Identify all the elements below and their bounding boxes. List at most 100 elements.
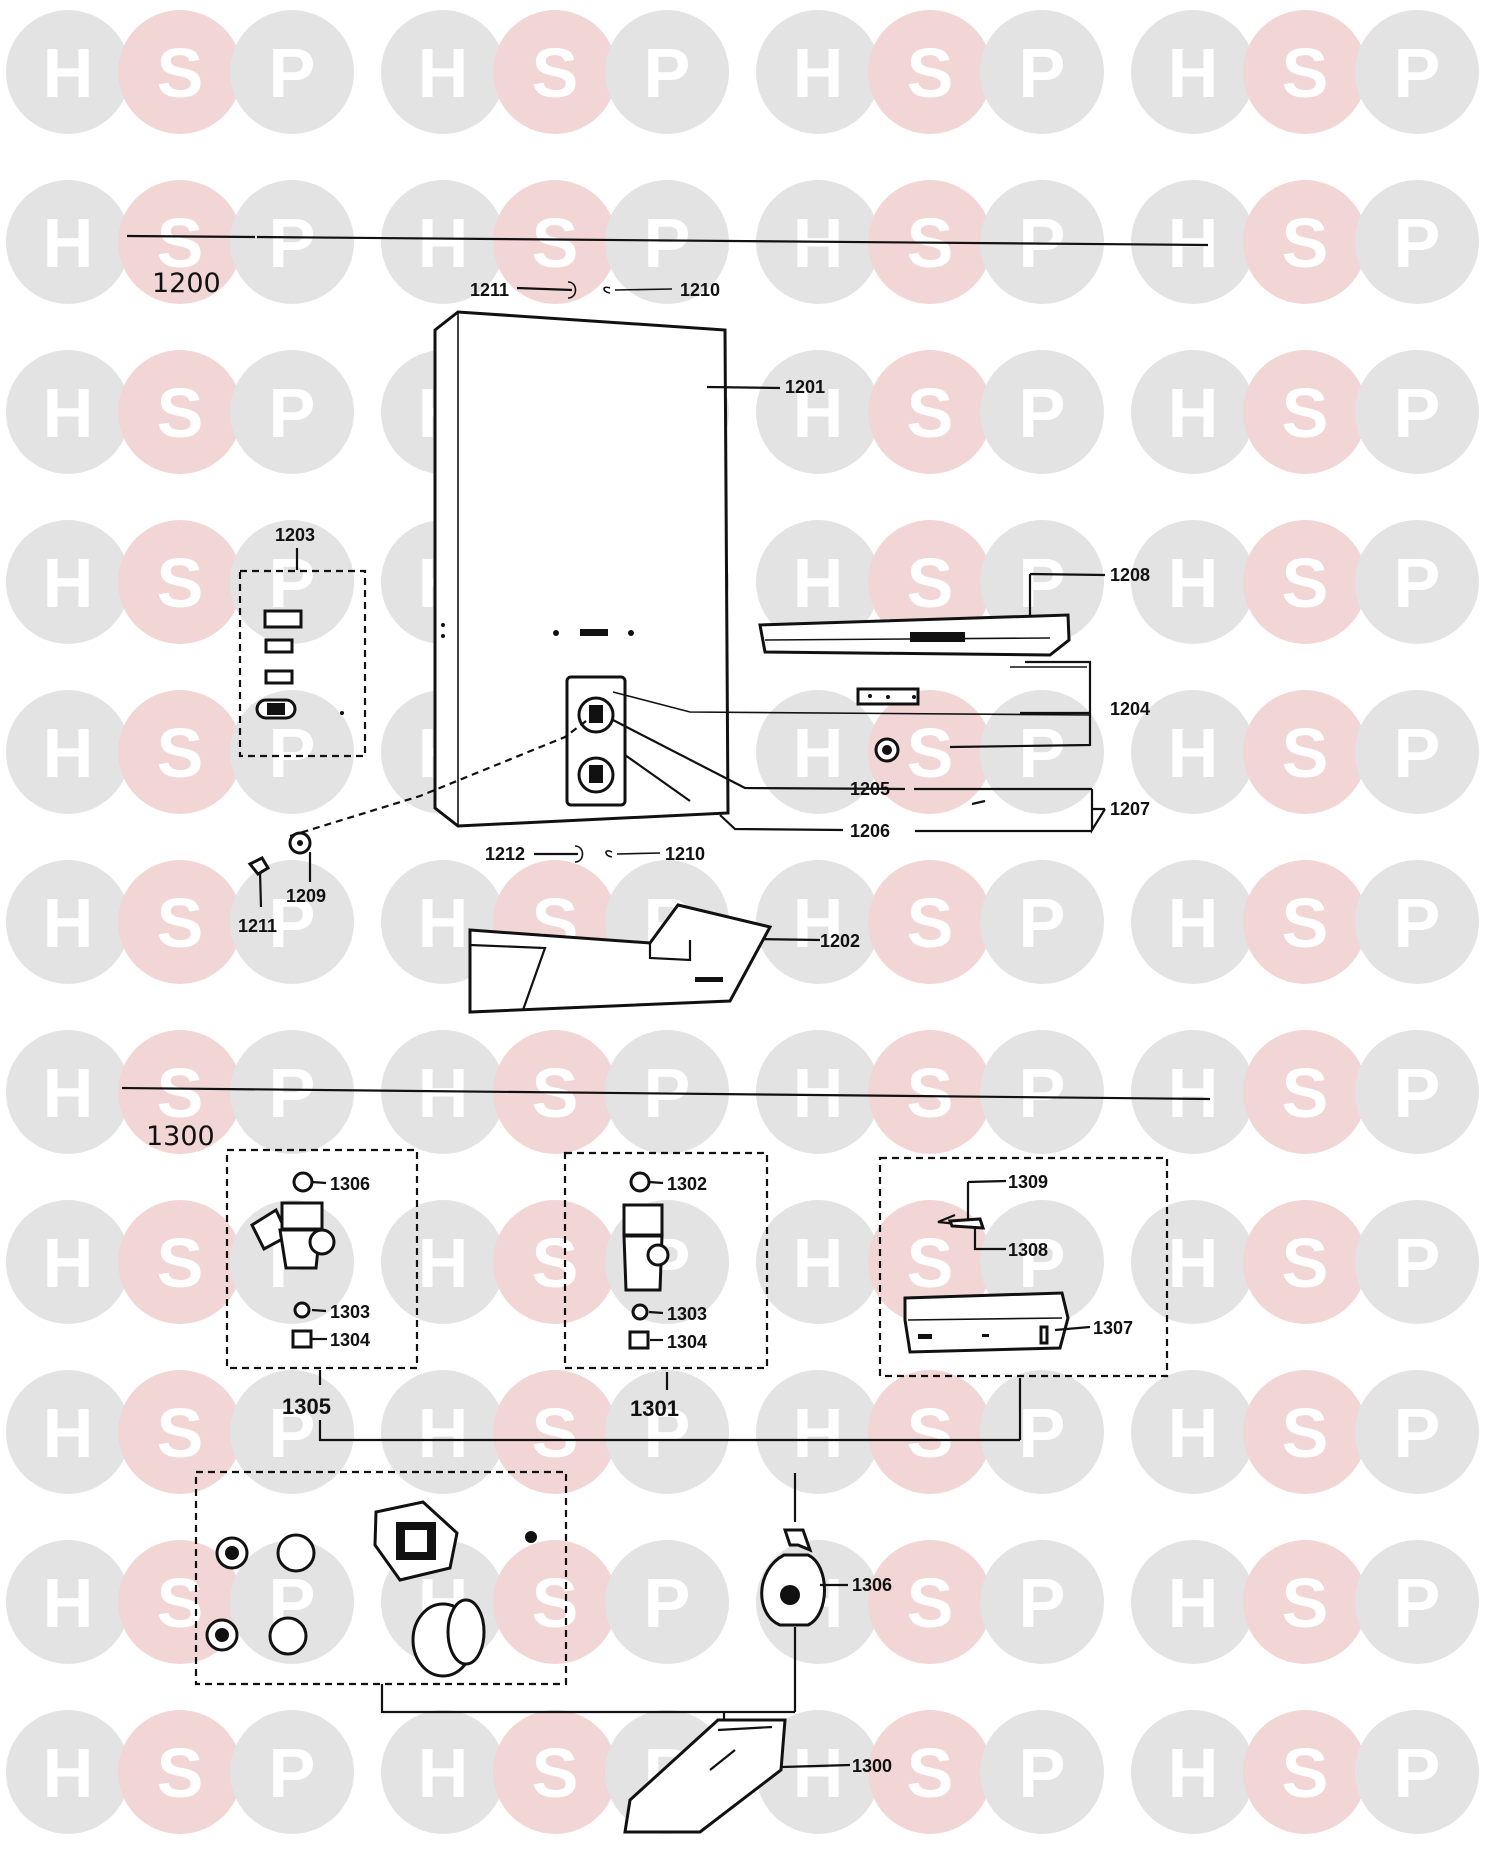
watermark-letter: P [269,34,316,112]
watermark-letter: P [1019,1564,1066,1642]
watermark-circle [1243,10,1367,134]
watermark-circle [605,1540,729,1664]
watermark-letter: H [793,34,844,112]
watermark-letter: S [1282,374,1329,452]
watermark-circle [980,350,1104,474]
watermark-circle [868,1030,992,1154]
tray-1202 [468,903,773,1014]
watermark-circle [6,1540,130,1664]
washer-1209 [247,831,312,908]
watermark-circle [230,350,354,474]
watermark-letter: S [907,374,954,452]
watermark-letter: H [793,204,844,282]
watermark-circle [756,10,880,134]
watermark-letter: S [907,544,954,622]
section-1200: 1200 [126,234,1209,1014]
watermark-letter: S [1282,204,1329,282]
watermark-circle [6,10,130,134]
casing-1201 [433,310,730,828]
watermark-circle [493,10,617,134]
watermark-letter: P [1019,714,1066,792]
watermark-letter: P [1394,714,1441,792]
watermark-circle [1355,690,1479,814]
callout-1305: 1305 [282,1394,331,1419]
watermark-letter: H [1168,544,1219,622]
watermark-letter: P [1019,1734,1066,1812]
watermark-letter: P [644,1394,691,1472]
section-1300: 1300 [121,1086,1211,1834]
callout-1304-left: 1304 [330,1330,370,1350]
callout-1306-left: 1306 [330,1174,370,1194]
watermark-letter: P [1019,544,1066,622]
control-panel [565,675,627,807]
watermark-letter: S [907,1224,954,1302]
watermark-letter: H [43,204,94,282]
watermark-letter: S [1282,544,1329,622]
watermark-circle [230,520,354,644]
watermark-circle [756,350,880,474]
watermark-letter: P [269,884,316,962]
callout-1211-left: 1211 [238,916,277,936]
valve-group-1305 [225,1148,419,1385]
section-title-1300: 1300 [146,1121,215,1152]
watermark-circle [868,1540,992,1664]
watermark-circle [118,1710,242,1834]
callout-1205: 1205 [850,779,890,799]
watermark-circle [1131,1370,1255,1494]
watermark-circle [381,1200,505,1324]
box-1300 [623,1718,851,1834]
watermark-circle [1355,1540,1479,1664]
callout-1309: 1309 [1008,1172,1048,1192]
watermark-letter: S [1282,714,1329,792]
watermark-letter: H [1168,1054,1219,1132]
watermark-letter: S [157,374,204,452]
watermark-letter: S [1282,34,1329,112]
watermark-letter: P [269,714,316,792]
watermark-letter: S [1282,1564,1329,1642]
watermark-letter: H [1168,1734,1219,1812]
watermark-letter: H [1168,204,1219,282]
watermark-circle [868,10,992,134]
watermark-circle [980,10,1104,134]
watermark-letter: S [532,204,579,282]
watermark-letter: P [1394,204,1441,282]
callout-1202: 1202 [820,931,860,951]
watermark-circle [6,1710,130,1834]
watermark-letter: P [269,1734,316,1812]
watermark-letter: S [532,1394,579,1472]
watermark-circle [756,1370,880,1494]
watermark-letter: P [1394,34,1441,112]
callout-1303-left: 1303 [330,1302,370,1322]
watermark-circle [1355,180,1479,304]
watermark-circle [381,10,505,134]
watermark-circle [230,1540,354,1664]
watermark-circle [118,1370,242,1494]
watermark-circle [980,180,1104,304]
watermark-circle [868,520,992,644]
watermark-circle [980,520,1104,644]
watermark-circle [605,180,729,304]
watermark-letter: H [1168,714,1219,792]
watermark-letter: H [793,1054,844,1132]
watermark-circle [6,860,130,984]
callout-1212: 1212 [485,844,525,864]
watermark-letter: H [43,34,94,112]
watermark-circle [230,180,354,304]
watermark-letter: S [1282,1394,1329,1472]
watermark-circle [1355,520,1479,644]
watermark-circle [6,180,130,304]
watermark-letter: S [157,714,204,792]
watermark-circle [1131,10,1255,134]
watermark-letter: H [793,1394,844,1472]
watermark-circle [1131,1030,1255,1154]
watermark-circle [118,690,242,814]
callout-1303-mid: 1303 [667,1304,707,1324]
callout-1210-top: 1210 [680,280,720,300]
watermark-circle [1355,1370,1479,1494]
watermark-letter: S [157,544,204,622]
watermark-letter: P [1019,884,1066,962]
watermark-letter: S [157,1394,204,1472]
watermark-circle [230,690,354,814]
watermark-circle [6,1200,130,1324]
